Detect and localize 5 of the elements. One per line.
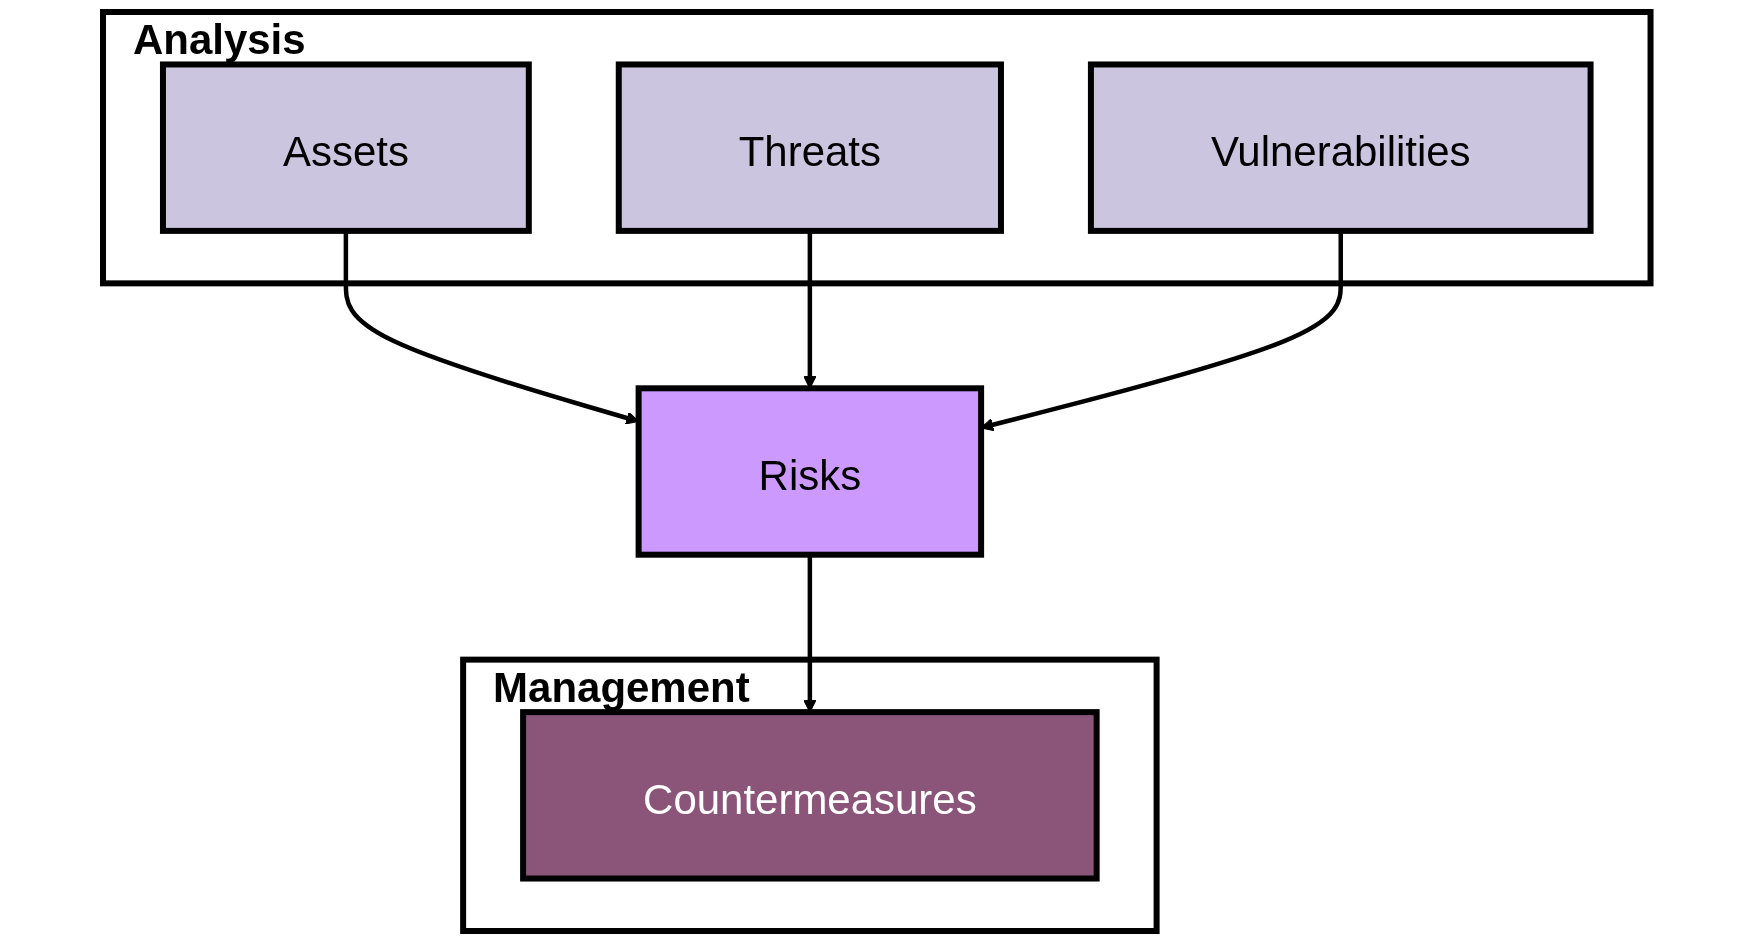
node-box: Assets xyxy=(159,61,532,234)
node-box: Threats xyxy=(615,61,1004,234)
node-box: Vulnerabilities xyxy=(1087,61,1594,234)
node-box: Risks xyxy=(635,385,984,558)
node-box: Countermeasures xyxy=(519,709,1100,882)
